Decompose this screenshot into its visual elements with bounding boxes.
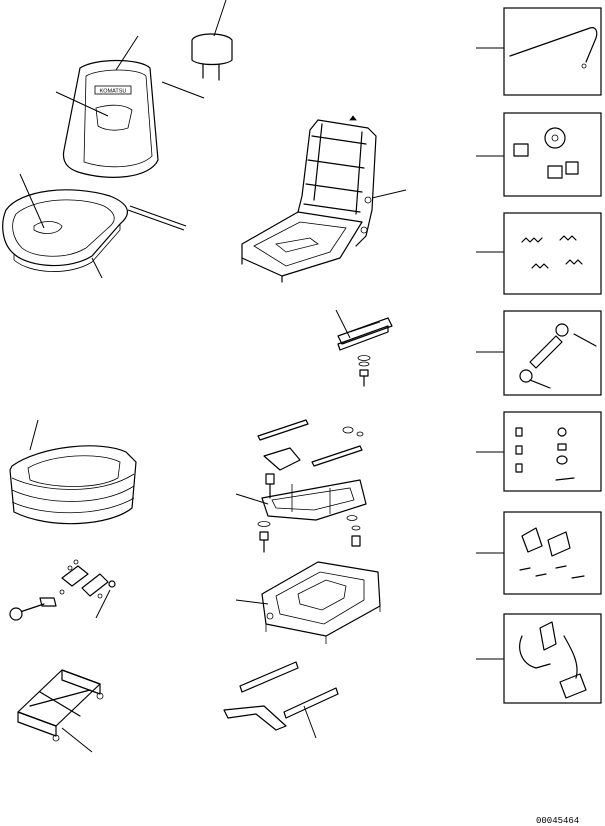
bracket-bolt-box: [476, 511, 602, 595]
scissor-suspension: [17, 669, 104, 753]
seat-cushion: [2, 173, 187, 279]
shock-absorber-box: [476, 310, 602, 396]
headrest: [161, 0, 233, 99]
bushing-box: [476, 411, 602, 492]
seat-logo-label: KOMATSU: [100, 89, 127, 95]
cable-box: [476, 7, 602, 96]
seat-frame: [241, 115, 407, 283]
seat-backrest: KOMATSU: [55, 35, 159, 178]
adjust-knob-kit: [9, 559, 116, 621]
drawing-number: 00045464: [536, 816, 580, 826]
slide-rail-assembly: [235, 419, 367, 553]
slide-rails: [223, 661, 339, 739]
knob-box: [476, 112, 602, 197]
bracket-with-bolt: [335, 309, 393, 387]
seat-belt-box: [476, 613, 602, 704]
suspension-base: [235, 561, 381, 644]
spring-box: [476, 212, 602, 295]
suspension-bellows: [9, 419, 137, 525]
